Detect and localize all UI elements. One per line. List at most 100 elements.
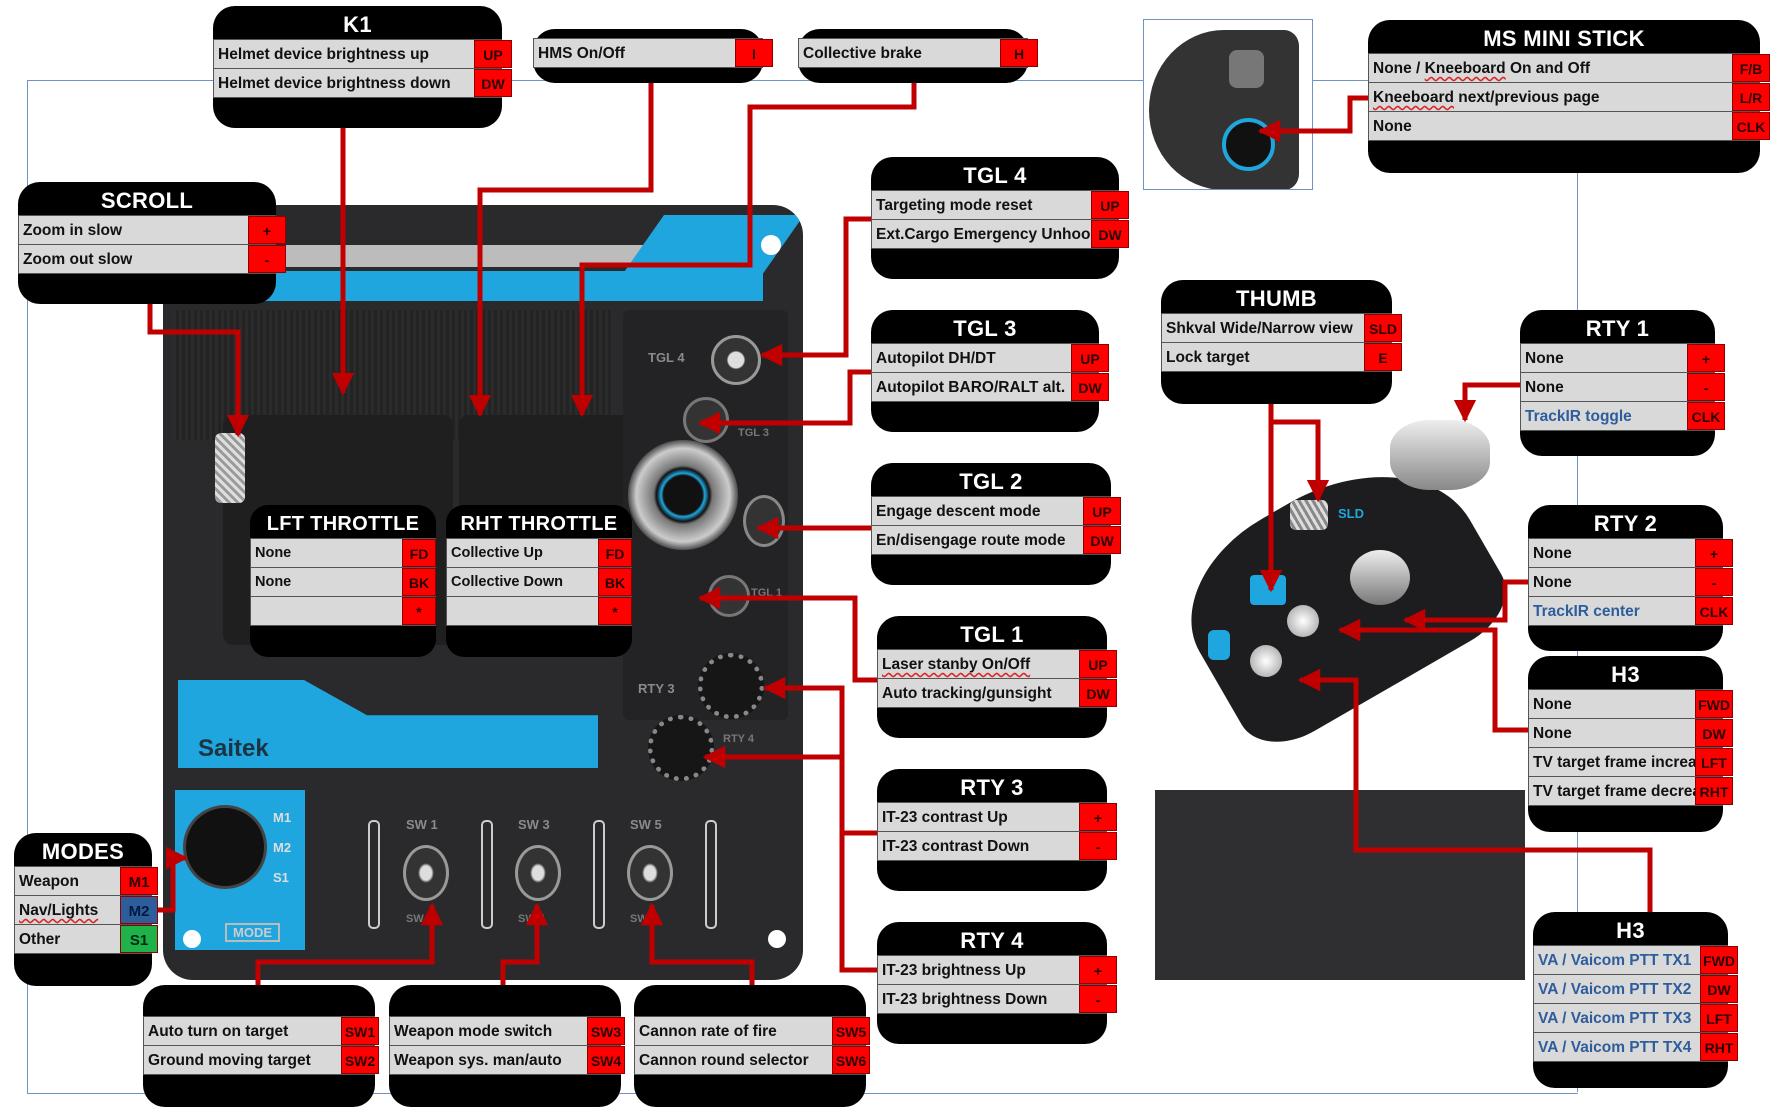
label-tgl4: TGL 4 xyxy=(648,350,685,365)
tgl4-switch[interactable] xyxy=(711,335,761,385)
rty3-row-label: IT-23 contrast Up xyxy=(877,803,1079,831)
tgl3-row-label: Autopilot DH/DT xyxy=(871,344,1071,372)
sw56-toggle[interactable] xyxy=(627,845,673,901)
h3-hat-upper[interactable] xyxy=(1287,605,1319,637)
h3-hat-lower[interactable] xyxy=(1250,645,1282,677)
mini-stick-button xyxy=(1229,50,1264,88)
scroll-row-label: Zoom out slow xyxy=(18,245,248,273)
rty2-knob[interactable] xyxy=(1350,550,1410,605)
label-mode: MODE xyxy=(225,923,280,942)
mini-stick-body xyxy=(1149,30,1299,189)
rht-throttle-title: RHT THROTTLE xyxy=(460,513,618,535)
lft-throttle-row-key: FD xyxy=(402,539,436,567)
scroll-row-label: Zoom in slow xyxy=(18,216,248,244)
h3-vaicom-row-key: LFT xyxy=(1700,1004,1738,1032)
rty2-row: None- xyxy=(1528,567,1733,597)
modes-row-key: M1 xyxy=(120,867,158,895)
rty2-row-label: None xyxy=(1528,568,1695,596)
mode-selector-knob[interactable] xyxy=(183,805,267,889)
tgl3-switch[interactable] xyxy=(683,397,729,443)
modes-row-key: S1 xyxy=(120,925,158,953)
h3-hat-row: TV target frame decreaseRHT xyxy=(1528,776,1733,806)
label-rty3: RTY 3 xyxy=(638,681,675,696)
modes-row-label: Nav/Lights xyxy=(14,896,120,924)
h3-vaicom-row-key: FWD xyxy=(1700,946,1738,974)
grip-base xyxy=(1155,790,1525,980)
label-part: next/previous page xyxy=(1453,89,1600,106)
thumb-slider[interactable] xyxy=(1290,500,1328,530)
rty3-title: RTY 3 xyxy=(960,775,1024,800)
lft-throttle-row-key: BK xyxy=(402,568,436,596)
scroll-row: Zoom out slow- xyxy=(18,244,286,274)
rty2-row-label: None xyxy=(1528,539,1695,567)
tgl4-row-label: Ext.Cargo Emergency Unhook xyxy=(871,220,1091,248)
thumb-row-key: E xyxy=(1364,343,1402,371)
panel-mount-hole-bottom-left xyxy=(183,930,201,948)
h3-vaicom-row-key: DW xyxy=(1700,975,1738,1003)
tgl4-row-key: UP xyxy=(1091,191,1129,219)
rty4-box: RTY 4 IT-23 brightness Up+ IT-23 brightn… xyxy=(877,922,1117,1044)
rty1-row-key: CLK xyxy=(1687,402,1725,430)
rty4-row: IT-23 brightness Down- xyxy=(877,984,1117,1014)
sw12-row-key: SW2 xyxy=(341,1046,379,1074)
switch-guard-4 xyxy=(705,820,717,929)
k1-row-label: Helmet device brightness down xyxy=(213,69,474,97)
tgl2-switch[interactable] xyxy=(743,495,785,547)
scroll-wheel[interactable] xyxy=(215,433,245,503)
h3-hat-row-label: TV target frame decrease xyxy=(1528,777,1695,805)
h3-vaicom-title: H3 xyxy=(1616,918,1645,943)
rht-throttle-row-key: FD xyxy=(598,539,632,567)
label-part: Kneeboard xyxy=(1424,60,1506,77)
tgl1-switch[interactable] xyxy=(708,575,750,617)
label-part: On and Off xyxy=(1505,60,1591,77)
thumb-row-key: SLD xyxy=(1364,314,1402,342)
sw34-toggle[interactable] xyxy=(515,845,561,901)
rty3-rotary[interactable] xyxy=(698,653,764,719)
thumb-row-label: Shkval Wide/Narrow view xyxy=(1161,314,1364,342)
sw12-row-key: SW1 xyxy=(341,1017,379,1045)
label-sw6: SW 6 xyxy=(630,913,657,925)
tgl1-row-key: UP xyxy=(1079,650,1117,678)
ms-mini-stick[interactable] xyxy=(1208,630,1230,660)
sw34-row-label: Weapon sys. man/auto xyxy=(389,1046,587,1074)
switch-guard-2 xyxy=(481,820,493,929)
sw12-toggle[interactable] xyxy=(403,845,449,901)
rty1-row: None- xyxy=(1520,372,1725,402)
h3-hat-title: H3 xyxy=(1611,662,1640,687)
label-sw5: SW 5 xyxy=(630,817,662,832)
h3-hat-row-label: TV target frame increase xyxy=(1528,748,1695,776)
rht-throttle-knob[interactable] xyxy=(628,440,738,550)
rty2-row-key: CLK xyxy=(1695,597,1733,625)
lft-throttle-row-label: None xyxy=(250,568,402,596)
tgl1-row-label: Auto tracking/gunsight xyxy=(877,679,1079,707)
ms-mini-stick-row-label: Kneeboard next/previous page xyxy=(1368,83,1732,111)
rty3-row-key: + xyxy=(1079,803,1117,831)
ms-mini-stick-row-label: None xyxy=(1368,112,1732,140)
label-s1: S1 xyxy=(273,870,289,885)
rty4-rotary[interactable] xyxy=(648,715,714,781)
grip-top-hat[interactable] xyxy=(1390,420,1490,490)
lock-target-button[interactable] xyxy=(1250,575,1286,605)
ms-mini-stick-box: MS MINI STICK None / Kneeboard On and Of… xyxy=(1368,20,1770,173)
rht-throttle-row: * xyxy=(446,596,632,626)
